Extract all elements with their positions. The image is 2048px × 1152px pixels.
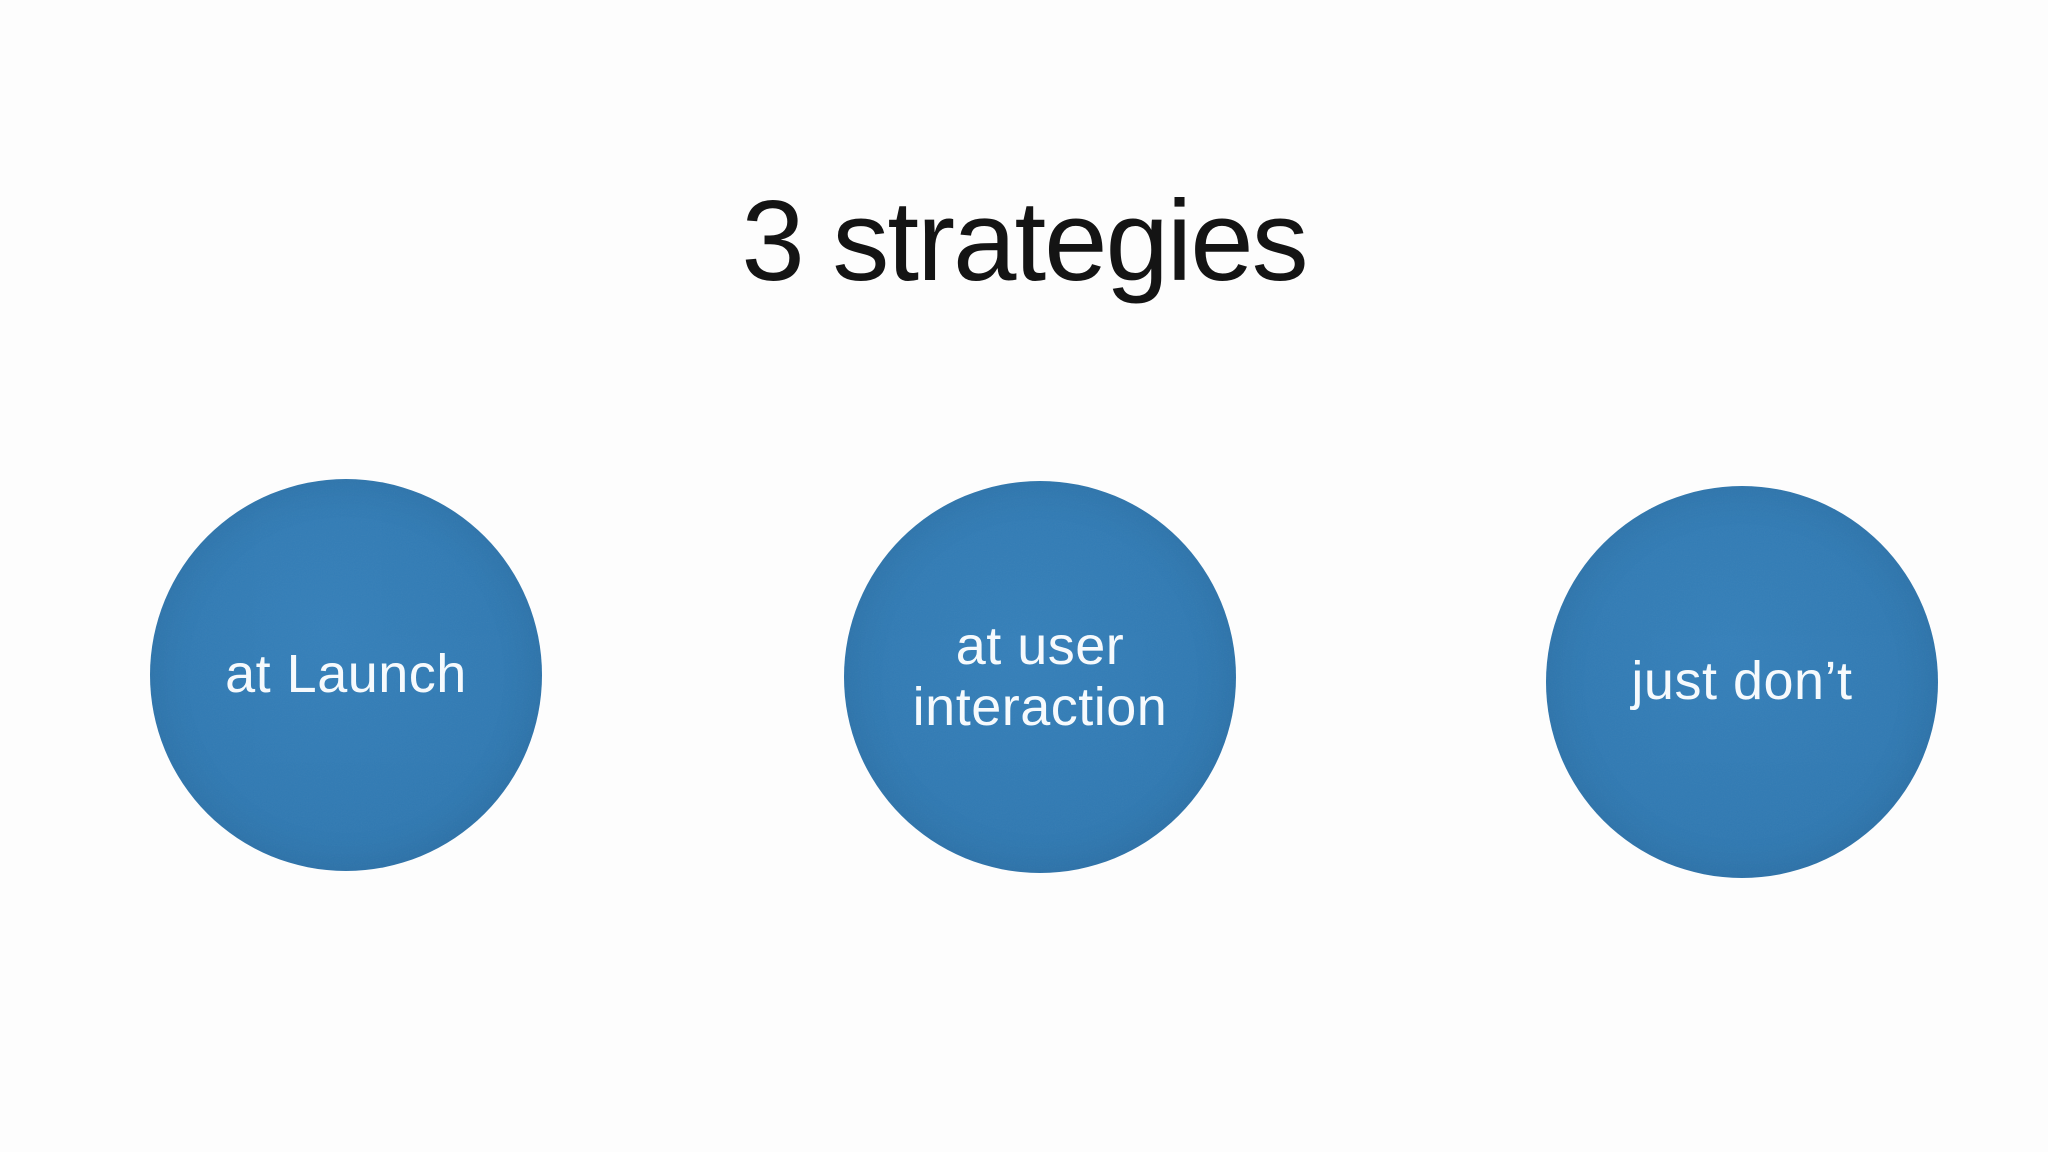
circle-label-just-dont: just don’t: [1631, 651, 1852, 712]
strategy-circle-just-dont: just don’t: [1546, 486, 1938, 878]
circle-label-line: interaction: [912, 677, 1168, 737]
circle-label-line: at Launch: [225, 644, 467, 705]
circle-label-line: at user: [955, 615, 1125, 676]
strategy-circle-at-user-interaction: at user interaction: [844, 481, 1236, 873]
slide-title: 3 strategies: [741, 178, 1308, 305]
strategy-circle-at-launch: at Launch: [150, 479, 542, 871]
circle-label-line: just don’t: [1631, 651, 1853, 712]
circle-label-at-user-interaction: at user interaction: [913, 616, 1168, 738]
circle-label-at-launch: at Launch: [225, 644, 467, 705]
